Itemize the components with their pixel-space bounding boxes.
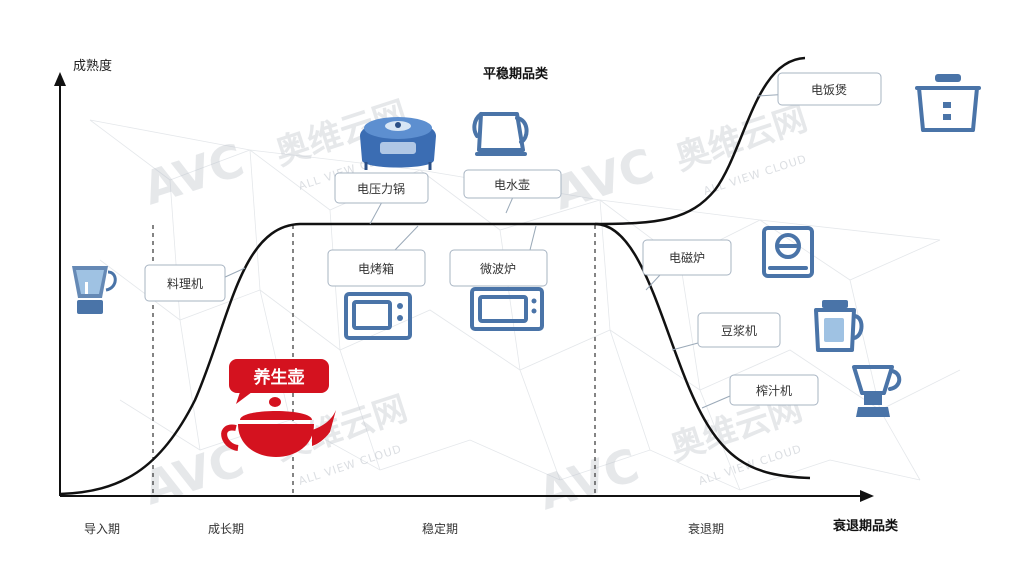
soymilk-maker-icon [814,300,864,352]
y-axis-arrow [54,72,66,86]
pressure-cooker-icon [360,117,436,170]
callout-label: 电烤箱 [358,261,394,276]
callout-induction-cooker: 电磁炉 [642,239,732,276]
callout-label: 料理机 [167,277,203,291]
phase-label: 成长期 [208,522,244,536]
phase-labels: 导入期 成长期 稳定期 衰退期 [84,521,724,536]
callout-soymilk-maker: 豆浆机 [697,312,781,348]
rice-cooker-icon [915,74,981,132]
callout-blender: 料理机 [144,264,226,302]
rice-cooker-branch-curve [594,56,806,226]
watermark-brand: AVC [137,133,251,216]
x-axis-arrow [860,490,874,502]
health-pot-icon [221,397,336,457]
callout-label: 电磁炉 [669,250,705,265]
kettle-icon [472,112,529,156]
blender-icon [72,266,117,314]
phase-label: 导入期 [84,522,120,536]
callout-juicer: 榨汁机 [729,374,819,406]
callout-oven: 电烤箱 [327,249,426,287]
callout-label: 电水壶 [494,177,530,192]
y-axis-label: 成熟度 [73,58,112,74]
highlight-health-pot: 养生壶 [221,359,336,457]
main-lifecycle-curve [59,222,811,496]
callout-label: 微波炉 [480,262,516,276]
highlight-badge [229,359,329,393]
callout-rice-cooker: 电饭煲 [777,72,882,106]
stable-group-title: 平稳期品类 [483,66,549,82]
callout-pressure-cooker: 电压力锅 [334,172,429,204]
decline-group-title: 衰退期品类 [832,518,899,534]
callout-microwave: 微波炉 [449,249,548,287]
axes [54,72,874,502]
microwave-icon [470,287,544,331]
callout-label: 电饭煲 [811,82,847,97]
phase-label: 稳定期 [422,521,458,536]
highlight-label: 养生壶 [253,367,305,388]
induction-cooker-icon [762,226,814,278]
juicer-icon [852,365,902,417]
callout-label: 豆浆机 [721,323,757,338]
oven-icon [344,292,412,340]
lifecycle-curves [59,56,811,496]
callout-kettle: 电水壶 [463,169,562,199]
watermark: AVC 奥维云网 ALL VIEW CLOUD AVC 奥维云网 ALL VIE… [137,93,812,520]
callout-label: 榨汁机 [756,383,792,398]
watermark-brand: AVC [547,138,661,221]
phase-label: 衰退期 [688,521,724,536]
callout-label: 电压力锅 [357,181,405,196]
